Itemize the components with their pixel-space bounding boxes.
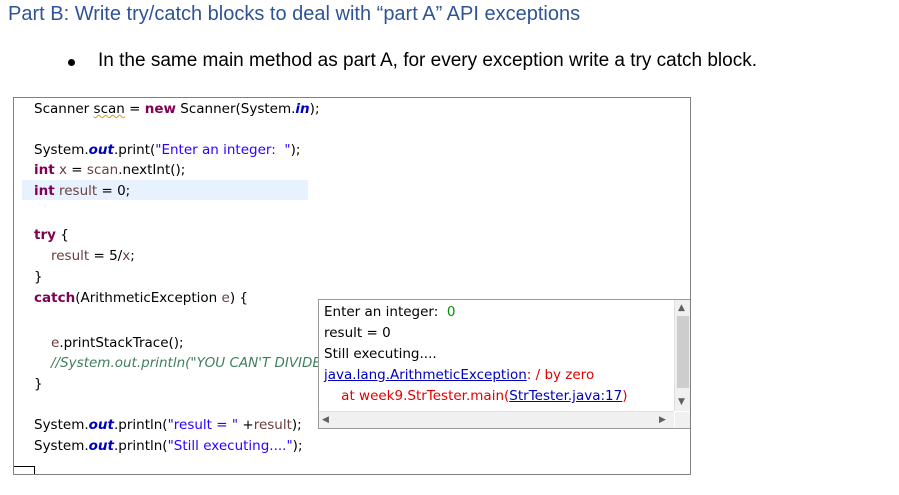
code-token: e xyxy=(221,290,230,306)
console-line-1: Enter an integer: 0 xyxy=(324,303,455,321)
console-line-3: Still executing.... xyxy=(324,346,437,362)
code-token: out xyxy=(88,142,114,158)
code-line-13: System.out.println("Still executing...."… xyxy=(34,437,303,455)
console-input: 0 xyxy=(446,304,456,320)
console-line-2: result = 0 xyxy=(324,325,391,341)
code-token: x xyxy=(59,162,67,178)
code-line-8: catch(ArithmeticException e) { xyxy=(34,289,248,307)
code-line-9: e.printStackTrace(); xyxy=(51,334,184,352)
code-token: new xyxy=(144,101,176,117)
scroll-thumb[interactable] xyxy=(677,316,689,388)
horizontal-scrollbar[interactable]: ◀ ▶ xyxy=(319,411,674,428)
code-token: System. xyxy=(34,142,89,158)
code-line-7: } xyxy=(34,269,43,285)
code-token: = 5/ xyxy=(89,248,123,264)
code-token: (ArithmeticException xyxy=(75,290,222,306)
code-token: .print( xyxy=(113,142,156,158)
code-token: .nextInt(); xyxy=(118,162,186,178)
code-token: ); xyxy=(309,101,320,117)
exception-message: : / by zero xyxy=(526,367,595,383)
code-token: .println( xyxy=(113,438,168,454)
code-token: e xyxy=(51,335,60,351)
code-token: try xyxy=(34,227,56,243)
code-token: int xyxy=(34,162,55,178)
code-token: "result = " xyxy=(167,417,239,433)
code-token: out xyxy=(88,438,114,454)
code-token: catch xyxy=(34,290,76,306)
code-token: ); xyxy=(292,438,303,454)
scroll-left-icon[interactable]: ◀ xyxy=(322,415,329,425)
code-token: Scanner(System. xyxy=(175,101,296,117)
code-line-1: Scanner scan = new Scanner(System.in); xyxy=(34,100,320,118)
code-line-5: try { xyxy=(34,226,69,244)
code-token: = 0; xyxy=(97,183,131,199)
code-token: + xyxy=(238,417,254,433)
code-token: .println( xyxy=(113,417,168,433)
closing-brace-marker xyxy=(14,466,35,474)
code-line-11: } xyxy=(34,376,43,392)
code-line-3: int x = scan.nextInt(); xyxy=(34,161,185,179)
code-token: scan xyxy=(93,101,125,117)
bullet-dot-icon xyxy=(68,59,75,66)
code-token: { xyxy=(55,227,69,243)
current-line-highlight xyxy=(22,180,308,200)
instruction-text: In the same main method as part A, for e… xyxy=(98,50,757,71)
code-token: ); xyxy=(291,417,302,433)
source-link[interactable]: StrTester.java:17 xyxy=(509,388,623,404)
console-prompt: Enter an integer: xyxy=(324,304,447,320)
code-token: ); xyxy=(290,142,301,158)
code-token: System. xyxy=(34,417,89,433)
scrollbar-corner xyxy=(675,412,690,428)
code-token: ) { xyxy=(229,290,248,306)
code-line-12: System.out.println("result = " +result); xyxy=(34,416,302,434)
section-heading: Part B: Write try/catch blocks to deal w… xyxy=(8,3,581,25)
console-output: Enter an integer: 0 result = 0 Still exe… xyxy=(318,299,690,429)
vertical-scrollbar[interactable]: ▲ ▼ xyxy=(674,300,690,411)
code-token: = xyxy=(124,101,145,117)
scroll-up-icon[interactable]: ▲ xyxy=(678,303,685,313)
code-screenshot: Scanner scan = new Scanner(System.in); S… xyxy=(13,97,691,475)
console-line-4: java.lang.ArithmeticException: / by zero xyxy=(324,366,594,384)
code-token: scan xyxy=(86,162,119,178)
stack-frame: at week9.StrTester.main( xyxy=(324,388,510,404)
scroll-right-icon[interactable]: ▶ xyxy=(659,415,666,425)
code-token: Scanner xyxy=(34,101,94,117)
scroll-down-icon[interactable]: ▼ xyxy=(678,397,685,407)
code-token: "Still executing...." xyxy=(167,438,293,454)
code-token: result xyxy=(51,248,90,264)
code-token: int xyxy=(34,183,55,199)
code-line-4: int result = 0; xyxy=(34,182,130,200)
code-token: result xyxy=(59,183,98,199)
code-token: out xyxy=(88,417,114,433)
code-token: result xyxy=(253,417,292,433)
code-token: in xyxy=(295,101,310,117)
code-token: "Enter an integer: " xyxy=(155,142,291,158)
code-token: .printStackTrace(); xyxy=(59,335,184,351)
stack-frame-end: ) xyxy=(622,388,628,404)
code-token: = xyxy=(67,162,87,178)
code-line-6: result = 5/x; xyxy=(51,247,135,265)
code-line-2: System.out.print("Enter an integer: "); xyxy=(34,141,300,159)
exception-link[interactable]: java.lang.ArithmeticException xyxy=(324,367,527,383)
code-token: ; xyxy=(130,248,135,264)
console-line-5: at week9.StrTester.main(StrTester.java:1… xyxy=(324,387,627,405)
code-token: System. xyxy=(34,438,89,454)
code-token: x xyxy=(122,248,131,264)
